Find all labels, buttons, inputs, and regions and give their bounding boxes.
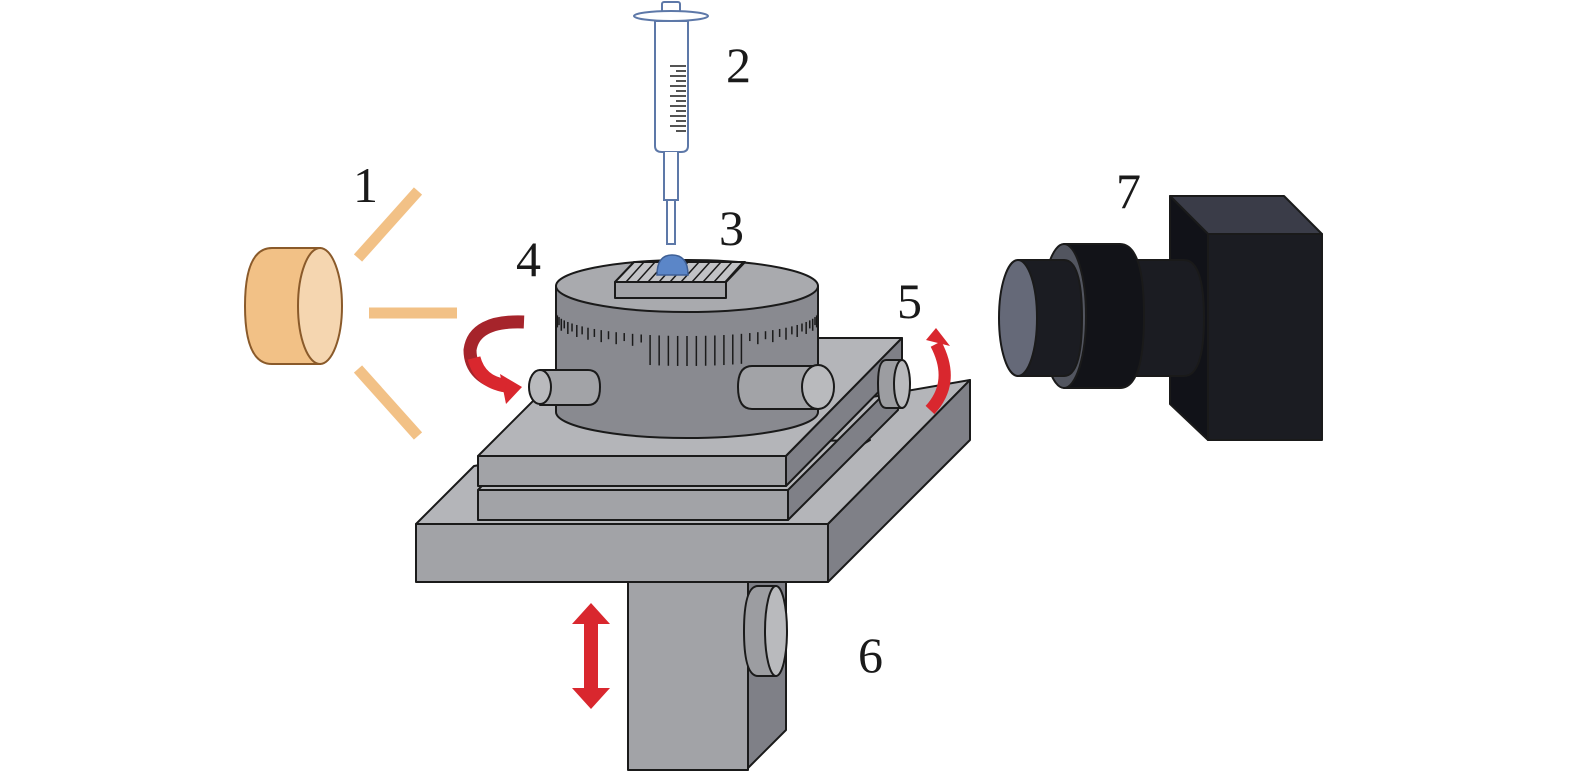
callout-7: 7 [1116, 163, 1141, 219]
lift-knob [743, 585, 788, 677]
vertical-arrow-icon [572, 603, 610, 709]
callout-6: 6 [858, 627, 883, 683]
light-source-icon [243, 247, 343, 365]
callout-4: 4 [516, 231, 541, 287]
syringe-scale [670, 65, 686, 132]
rotation-knob-left [528, 369, 601, 406]
rotation-arrow-icon [463, 315, 525, 404]
light-rays [353, 187, 457, 440]
callout-2: 2 [726, 37, 751, 93]
lift-stage-column [627, 545, 788, 771]
tilt-arrow-icon [925, 328, 951, 415]
droplet-icon [656, 254, 689, 276]
callout-3: 3 [719, 200, 744, 256]
syringe-icon [633, 1, 709, 245]
callout-5: 5 [897, 273, 922, 329]
rotation-scale-ticks [555, 312, 819, 366]
rotation-stage [528, 259, 835, 439]
tilt-knob [877, 359, 911, 409]
callout-1: 1 [353, 157, 378, 213]
camera-icon [998, 195, 1323, 441]
rotation-knob-right [737, 364, 835, 410]
